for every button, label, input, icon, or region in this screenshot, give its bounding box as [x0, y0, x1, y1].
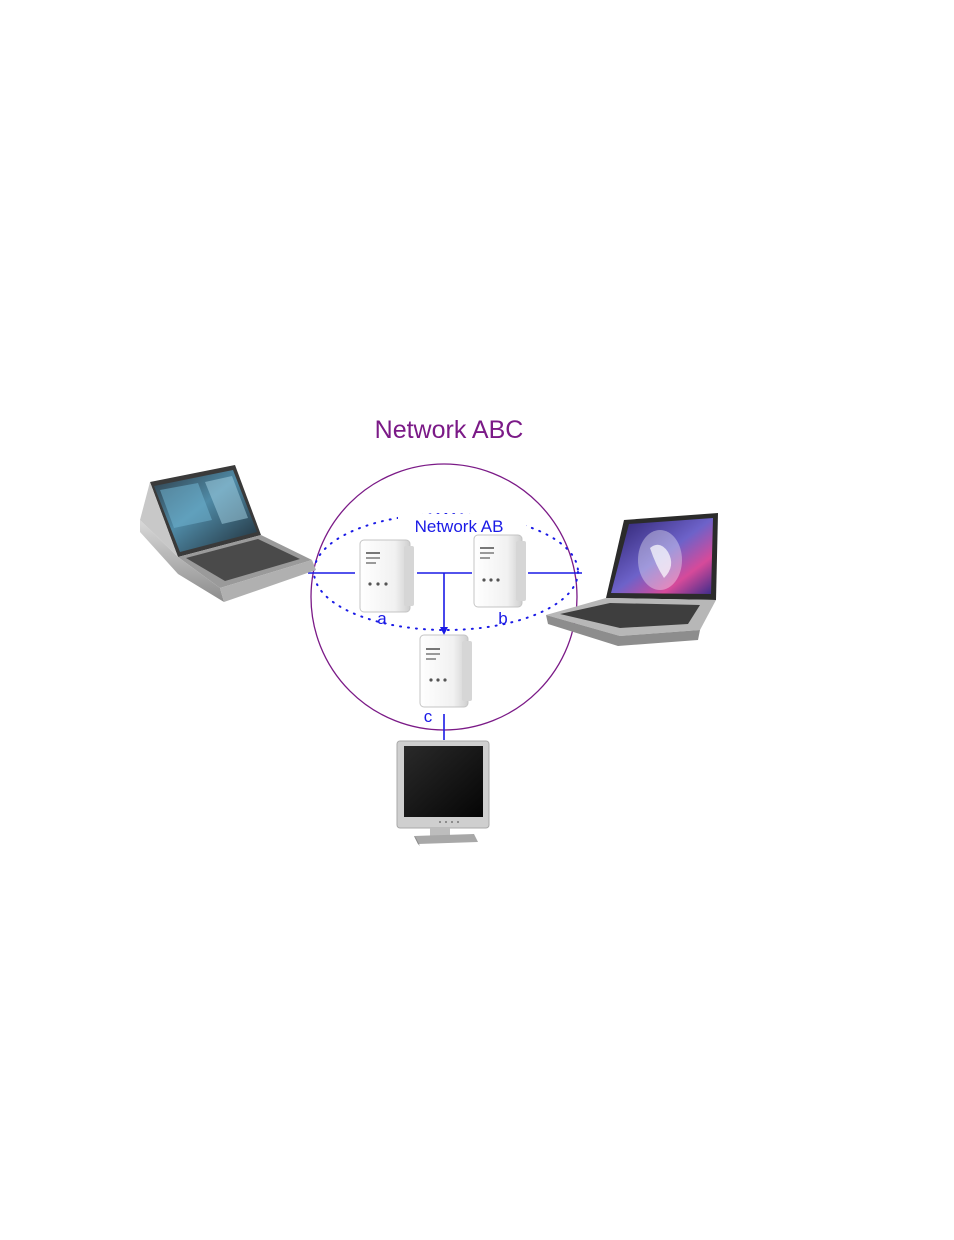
adapter-a	[360, 540, 414, 612]
adapter-c	[420, 635, 472, 707]
adapter-b	[474, 535, 526, 607]
adapter-b-label: b	[498, 609, 507, 628]
arrow-head-icon	[440, 627, 448, 635]
laptop-right-icon	[546, 513, 718, 646]
adapter-a-label: a	[377, 609, 387, 628]
adapter-c-label: c	[424, 707, 433, 726]
laptop-left-icon	[140, 465, 316, 602]
network-ab-label: Network AB	[415, 517, 504, 536]
monitor-icon	[397, 741, 489, 846]
network-abc-label: Network ABC	[375, 416, 524, 444]
